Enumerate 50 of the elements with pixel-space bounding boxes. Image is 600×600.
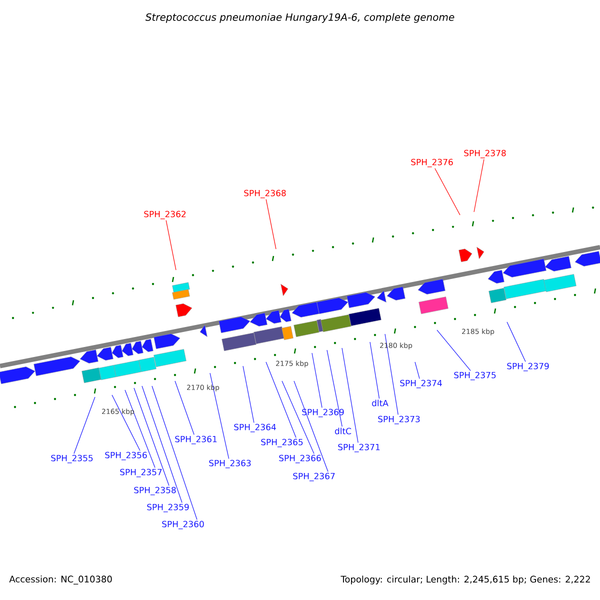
- leader-line: [506, 322, 526, 362]
- leader-line: [384, 334, 398, 415]
- leader-line: [266, 362, 296, 438]
- gene-label: SPH_2371: [338, 444, 380, 452]
- gene-label: SPH_2373: [378, 416, 420, 424]
- footer-text: Topology: circular; Length: 2,245,615 bp; Genes: 2,222: [340, 576, 590, 584]
- gene-label: SPH_2364: [234, 424, 276, 432]
- leader-line: [370, 342, 380, 399]
- leader-line: [242, 366, 254, 423]
- gene-label: SPH_2360: [162, 520, 204, 530]
- gene-label: SPH_2356: [105, 452, 147, 460]
- leader-line: [434, 168, 460, 216]
- leader-line: [342, 348, 358, 443]
- leader-line: [74, 396, 96, 454]
- gene-label: SPH_2358: [134, 486, 176, 496]
- gene-label: SPH_2355: [51, 454, 93, 464]
- gene-label: SPH_2379: [507, 362, 549, 372]
- leader-line: [124, 390, 156, 468]
- gene-label: SPH_2359: [147, 504, 189, 512]
- gene-label: SPH_2374: [400, 380, 442, 388]
- leader-line: [312, 352, 322, 408]
- leader-line: [166, 220, 176, 270]
- title: Streptococcus pneumoniae Hungary19A-6, complete genome: [145, 13, 454, 23]
- gene-label: SPH_2363: [209, 460, 251, 468]
- leader-line: [414, 362, 420, 379]
- gene-label: SPH_2361: [175, 436, 217, 444]
- gene-label: SPH_2365: [261, 438, 303, 448]
- footer-text: Accession: NC_010380: [9, 576, 112, 584]
- gene-label: SPH_2376: [411, 158, 453, 168]
- gene-label: SPH_2378: [464, 150, 506, 158]
- gene-label: SPH_2367: [293, 472, 335, 482]
- leader-line: [210, 372, 230, 459]
- gene-label: SPH_2357: [120, 468, 162, 478]
- gene-label: dltA: [372, 400, 388, 406]
- leader-line: [152, 386, 198, 520]
- leader-line: [112, 394, 140, 451]
- gene-label: dltC: [334, 428, 352, 434]
- gene-label: SPH_2362: [144, 210, 186, 220]
- leader-line: [174, 380, 194, 435]
- gene-label: SPH_2366: [279, 454, 321, 464]
- leader-line: [282, 380, 314, 454]
- leader-line: [142, 386, 182, 503]
- gene-label: SPH_2368: [244, 190, 286, 198]
- gene-label: SPH_2375: [454, 372, 496, 380]
- leader-line: [326, 350, 342, 427]
- leader-line: [134, 388, 170, 486]
- leader-line: [294, 380, 328, 472]
- leader-line: [474, 159, 484, 212]
- leader-line: [266, 199, 276, 250]
- leader-line: [436, 330, 471, 371]
